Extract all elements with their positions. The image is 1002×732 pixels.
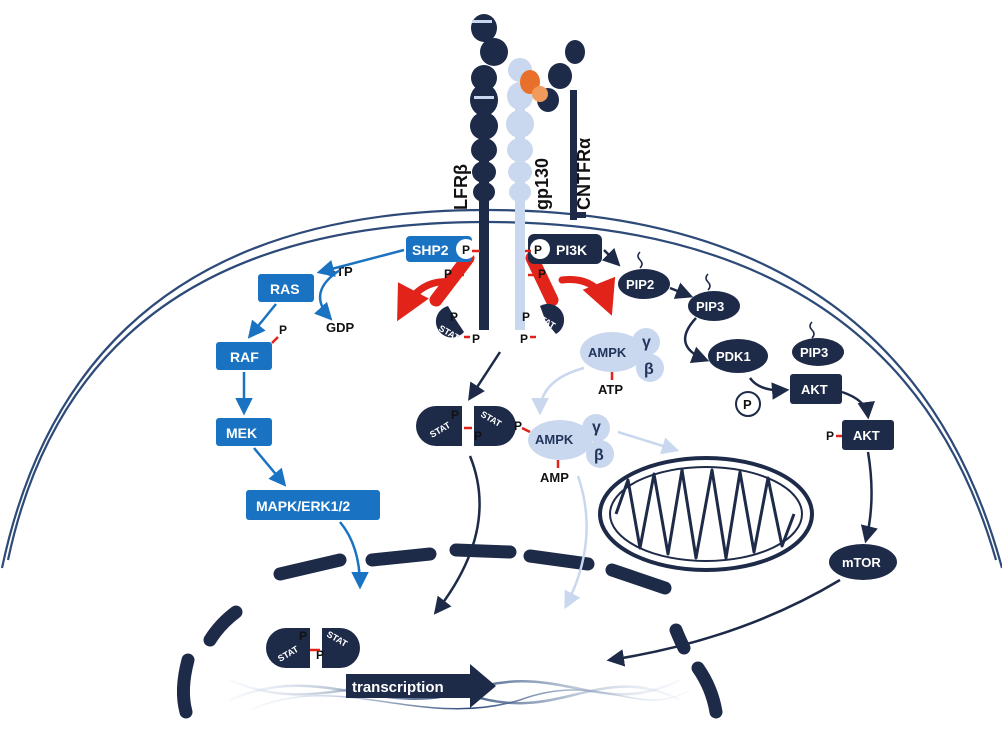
transcription-label: transcription	[352, 679, 444, 696]
shp2-label: SHP2	[412, 242, 449, 258]
pi3k-node: PI3K	[528, 234, 602, 264]
stat-dimer-cytoplasm: STAT STAT	[416, 406, 516, 446]
akt-membrane-label: AKT	[801, 382, 828, 397]
ampk-upper-gamma: γ	[642, 334, 651, 351]
atp-label: ATP	[598, 382, 623, 397]
raf-p: P	[279, 323, 287, 337]
akt-active-label: AKT	[853, 428, 880, 443]
ampk-lower-label: AMPK	[535, 432, 574, 447]
phosphate-circle-label: P	[743, 397, 752, 412]
lfr-beta-label: LFRβ	[451, 164, 471, 210]
cntf-ligand	[520, 70, 548, 102]
cntfr-alpha-label: CNTFRα	[574, 138, 594, 210]
stat-dimer-nucleus: STAT STAT	[266, 628, 360, 668]
lipid-anchors	[637, 251, 815, 339]
phosphate-circle: P	[735, 391, 761, 417]
pdk1-node: PDK1	[708, 339, 768, 373]
ampk-upper-node: AMPK γ β	[580, 328, 664, 382]
ampk-lower-node: AMPK γ β	[528, 414, 614, 468]
mtor-node: mTOR	[829, 544, 897, 580]
ampk-upper-label: AMPK	[588, 345, 627, 360]
shp2-p: P	[462, 243, 470, 257]
mitochondrion	[598, 456, 814, 572]
pip2-node: PIP2	[618, 269, 670, 299]
stat-right: STAT	[533, 303, 565, 334]
akt-active-node: AKT	[842, 420, 894, 450]
gp130-p-upper: P	[538, 267, 546, 281]
pip3-upper-label: PIP3	[696, 299, 724, 314]
ras-node: RAS	[258, 274, 314, 302]
pi3k-label: PI3K	[556, 242, 587, 258]
transcription-arrow: transcription	[346, 664, 496, 708]
pip3-lower-label: PIP3	[800, 345, 828, 360]
mapk-label: MAPK/ERK1/2	[256, 498, 350, 514]
mek-node: MEK	[216, 418, 272, 446]
stat-right-p1: P	[522, 310, 530, 324]
ampk-upper-beta: β	[644, 361, 654, 378]
stat-arrows	[433, 351, 502, 615]
stat-dimer-nuc-p1: P	[299, 629, 307, 643]
stat-dimer-cyto-p1: P	[451, 408, 459, 422]
pip3-lower-node: PIP3	[792, 338, 844, 366]
stat-right-p2: P	[520, 332, 528, 346]
mtor-label: mTOR	[842, 555, 881, 570]
amp-label: AMP	[540, 470, 569, 485]
stat-left-p2: P	[472, 332, 480, 346]
stat-left-p1: P	[450, 310, 458, 324]
ras-label: RAS	[270, 281, 300, 297]
mek-label: MEK	[226, 425, 257, 441]
mapk-arrows	[235, 248, 405, 590]
gp130-label: gp130	[532, 158, 552, 210]
stat-dimer-cyto-p2: P	[474, 429, 482, 443]
gdp-label: GDP	[326, 320, 355, 335]
pdk1-label: PDK1	[716, 349, 751, 364]
lfr-beta-receptor	[470, 14, 508, 330]
ampk-lower-beta: β	[594, 447, 604, 464]
pi3k-p: P	[534, 243, 542, 257]
red-arrows	[397, 251, 616, 322]
raf-node: RAF	[216, 342, 272, 370]
akt-membrane-node: AKT	[790, 374, 842, 404]
ampk-lower-gamma: γ	[592, 419, 601, 436]
mapk-node: MAPK/ERK1/2	[246, 490, 380, 520]
stat-dimer-nuc-p2: P	[316, 648, 324, 662]
lfr-p-upper: P	[444, 267, 452, 281]
gp130-receptor	[506, 58, 534, 330]
pip2-label: PIP2	[626, 277, 654, 292]
ampk-lower-p: P	[514, 419, 522, 433]
shp2-node: SHP2	[406, 236, 476, 262]
raf-label: RAF	[230, 349, 259, 365]
akt-arrows	[601, 247, 878, 667]
pip3-upper-node: PIP3	[688, 291, 740, 321]
akt-active-p: P	[826, 429, 834, 443]
nuclear-envelope	[176, 543, 723, 719]
ampk-arrows	[531, 366, 680, 610]
cell-membrane	[0, 208, 1002, 569]
